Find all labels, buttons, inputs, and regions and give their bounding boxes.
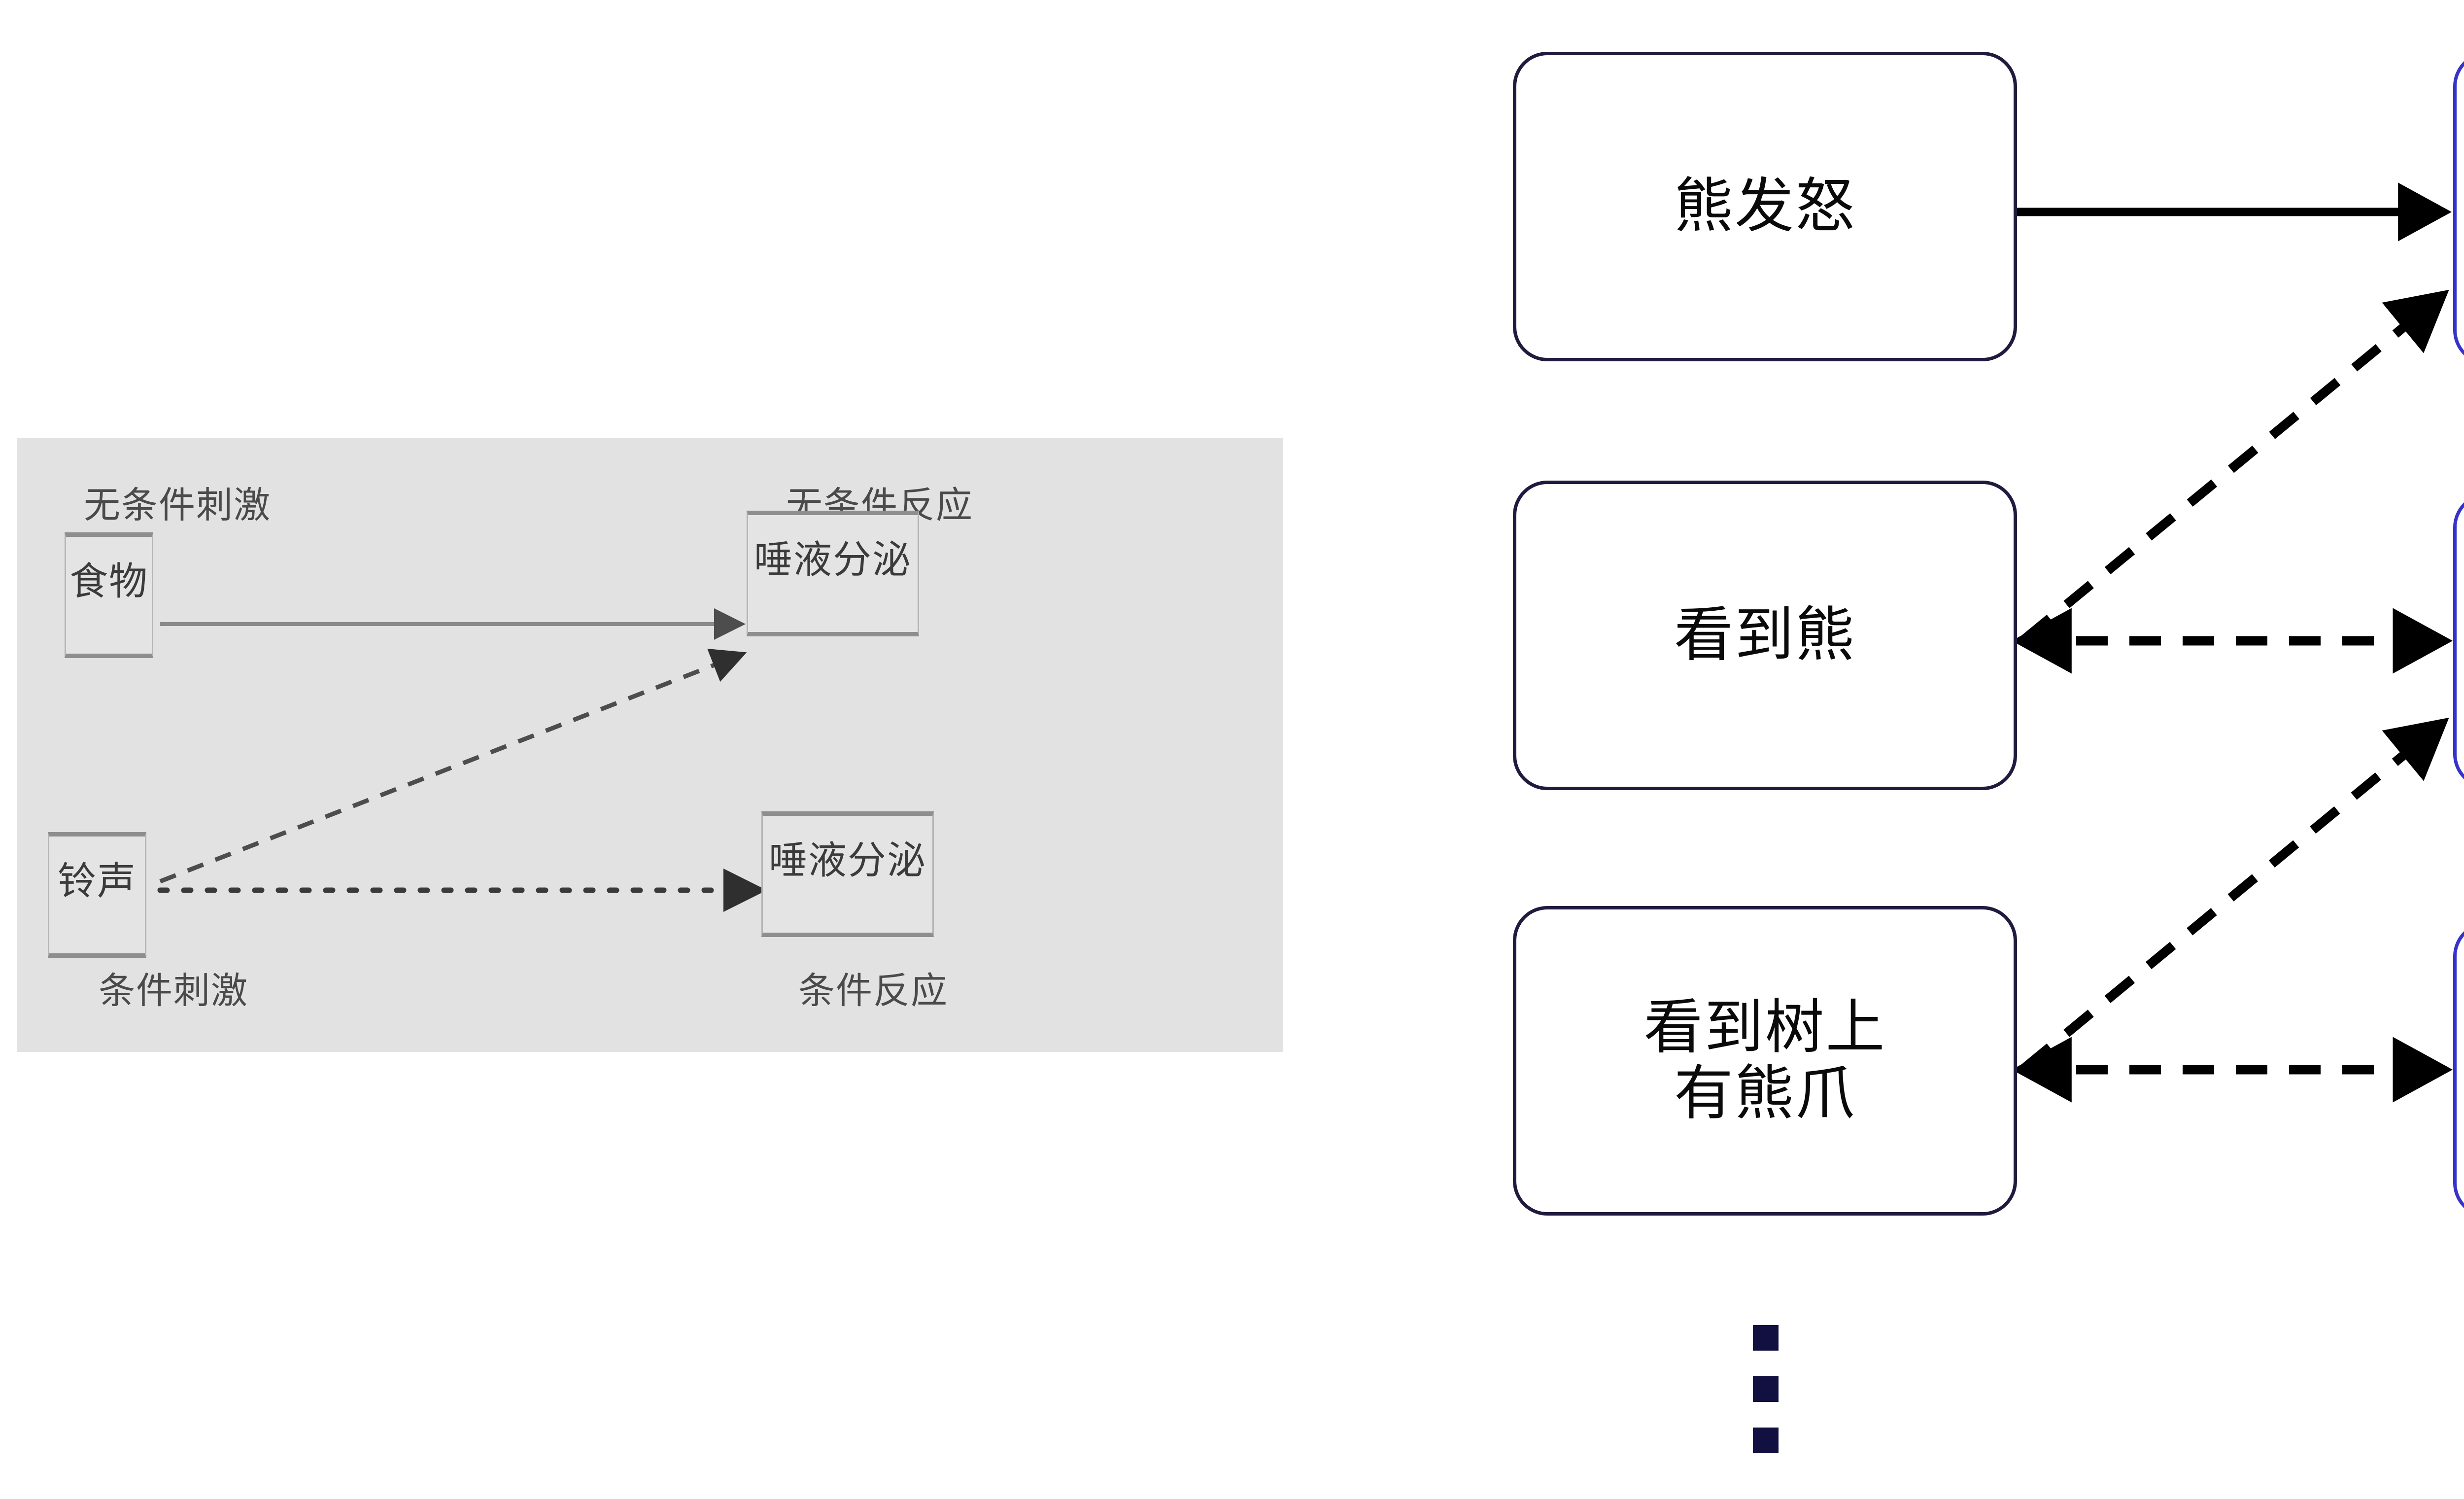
pavlov-box-salivation-unconditioned: 唾液分泌	[747, 511, 919, 636]
node-value-s[interactable]: V(s)	[2453, 922, 2464, 1218]
continuation-dot	[1753, 1428, 1779, 1453]
node-value-s-prime[interactable]: V(s′)	[2453, 493, 2464, 789]
node-bear-angry-label: 熊发怒	[1674, 172, 1856, 241]
pavlov-box-food: 食物	[65, 532, 153, 658]
node-bear-angry[interactable]: 熊发怒	[1513, 52, 2017, 361]
left-column-continuation-dots	[1753, 1325, 1779, 1453]
pavlov-conditioning-panel: 无条件刺激 无条件反应 条件刺激 条件反应 食物 铃声 唾液分泌 唾液分泌	[17, 438, 1283, 1052]
node-see-bear-paw[interactable]: 看到树上 有熊爪	[1513, 906, 2017, 1216]
label-conditioned-stimulus: 条件刺激	[99, 970, 248, 1012]
pavlov-arrow-layer	[157, 608, 767, 912]
node-see-bear-paw-label: 看到树上 有熊爪	[1643, 993, 1886, 1128]
node-see-bear[interactable]: 看到熊	[1513, 481, 2017, 790]
label-unconditioned-stimulus: 无条件刺激	[84, 484, 271, 526]
label-conditioned-response: 条件反应	[798, 970, 948, 1012]
node-reward[interactable]: 奖励	[2453, 52, 2464, 365]
node-see-bear-label: 看到熊	[1674, 600, 1856, 669]
pavlov-box-salivation-conditioned: 唾液分泌	[761, 811, 934, 937]
pavlov-box-bell: 铃声	[48, 832, 146, 958]
continuation-dot	[1753, 1325, 1779, 1351]
continuation-dot	[1753, 1376, 1779, 1402]
